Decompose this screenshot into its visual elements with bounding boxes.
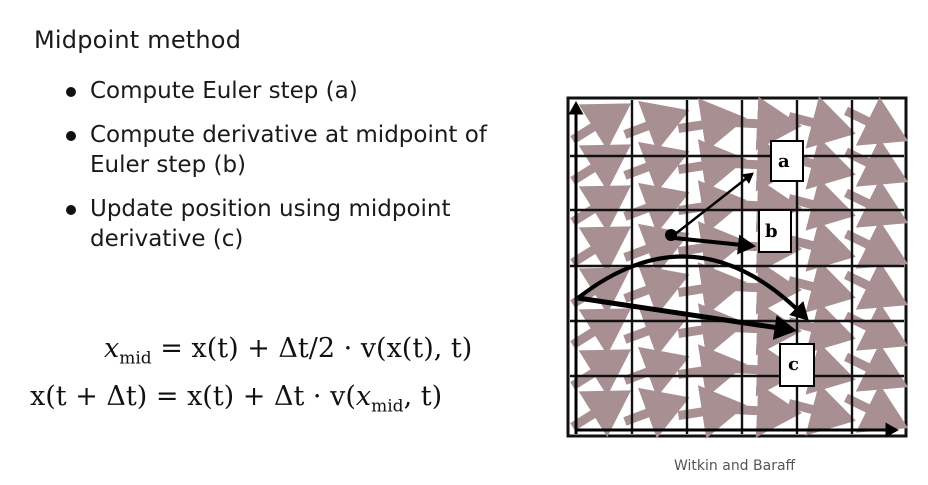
vector-field-figure: a b c	[566, 96, 909, 439]
bullet-item-euler-step: Compute Euler step (a)	[64, 76, 534, 106]
field-arrow	[623, 100, 690, 152]
equation-midpoint: xmid = x(t) + Δt/2 · v(x(t), t)	[104, 333, 472, 368]
euler-step-arrow	[577, 295, 797, 340]
euler-tangent-arrow	[673, 172, 754, 236]
bullet-dot-icon	[66, 205, 76, 215]
field-arrow	[677, 139, 747, 193]
field-arrow	[844, 384, 909, 433]
field-arrow	[570, 185, 632, 233]
field-arrow	[677, 262, 747, 316]
bullet-text: Compute derivative at midpoint of Euler …	[90, 122, 487, 178]
label-c-box: c	[779, 343, 815, 387]
field-arrow	[787, 260, 856, 313]
field-arrow	[787, 383, 856, 436]
midpoint-derivative-arrow	[673, 234, 756, 255]
bullet-dot-icon	[66, 131, 76, 141]
label-b: b	[765, 221, 778, 242]
eq1-sub: mid	[119, 348, 152, 369]
bullet-text: Compute Euler step (a)	[90, 78, 358, 104]
eq2-tail: , t)	[403, 381, 443, 412]
label-b-box: b	[758, 209, 792, 253]
eq1-rhs: = x(t) + Δt/2 · v(x(t), t)	[160, 333, 473, 364]
field-arrow	[570, 103, 632, 151]
equation-update: x(t + Δt) = x(t) + Δt · v(xmid, t)	[30, 381, 442, 416]
field-arrow	[570, 390, 632, 438]
eq2-lhs: x(t + Δt) = x(t) + Δt · v(	[30, 381, 356, 412]
field-arrow	[844, 261, 909, 310]
field-arrow	[570, 308, 632, 356]
field-arrow	[677, 344, 747, 398]
field-arrow	[844, 343, 909, 392]
field-arrow	[570, 226, 632, 274]
bullet-item-midpoint-derivative: Compute derivative at midpoint of Euler …	[64, 120, 534, 180]
field-arrow	[677, 303, 747, 357]
bullet-text: Update position using midpoint derivativ…	[90, 196, 451, 252]
image-credit: Witkin and Baraff	[674, 458, 796, 474]
field-arrow	[623, 141, 690, 193]
label-a-box: a	[770, 140, 804, 182]
bullet-dot-icon	[66, 87, 76, 97]
field-arrow	[623, 264, 690, 316]
true-trajectory	[576, 254, 809, 321]
field-arrow	[677, 385, 747, 439]
field-arrow	[787, 301, 856, 354]
field-arrow	[677, 98, 747, 152]
bullet-item-update-position: Update position using midpoint derivativ…	[64, 194, 534, 254]
field-arrow	[570, 144, 632, 192]
bullet-list: Compute Euler step (a) Compute derivativ…	[64, 76, 534, 268]
slide-title: Midpoint method	[34, 26, 242, 54]
field-arrow	[623, 182, 690, 234]
eq2-var: x	[355, 381, 372, 412]
field-arrow	[787, 219, 856, 272]
field-arrow	[623, 387, 690, 439]
label-c: c	[788, 354, 799, 375]
vector-field	[570, 96, 909, 439]
label-a: a	[778, 151, 790, 172]
eq1-var: x	[104, 333, 120, 364]
field-arrow	[844, 97, 909, 146]
field-arrow	[844, 220, 909, 269]
field-arrow	[787, 96, 856, 149]
field-arrow	[844, 179, 909, 228]
field-arrow	[570, 349, 632, 397]
eq2-sub: mid	[371, 396, 404, 417]
